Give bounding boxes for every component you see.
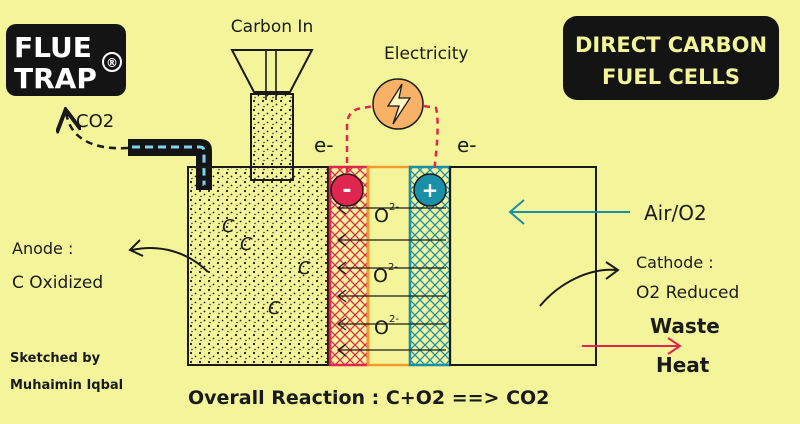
electricity-bulb-icon [372,78,424,130]
anode-label-line2: C Oxidized [12,273,103,293]
carbon-c-3: C [298,258,311,279]
anode-chamber [187,166,329,366]
cathode-label-line1: Cathode : [636,253,714,272]
air-inflow-arrow [508,199,630,225]
external-circuit [345,104,439,174]
carbon-c-4: C [268,298,281,319]
oxide-ion-3: O 2- [374,314,399,339]
svg-text:2-: 2- [389,202,399,213]
flue-trap-logo: FLUE TRAP ® [6,24,126,96]
credit-line1: Sketched by [10,351,101,366]
credit-line2: Muhaimin Iqbal [10,378,123,393]
plus-sign: + [422,178,439,202]
cathode-label-line2: O2 Reduced [636,283,739,303]
svg-text:2-: 2- [389,314,399,325]
cathode-pointer-arrow [539,261,620,307]
co2-output: CO2 [66,111,129,150]
minus-sign: - [342,178,351,203]
electricity-label: Electricity [384,44,468,64]
electron-left-label: e- [314,133,334,157]
electron-right-label: e- [457,133,477,157]
carbon-c-2: C [240,234,253,255]
negative-terminal: - [330,173,364,207]
oxide-ion-2: O 2- [373,262,398,287]
cathode-chamber [449,166,597,366]
title-line1: DIRECT CARBON [575,33,767,57]
svg-text:O: O [374,317,389,339]
overall-reaction: Overall Reaction : C+O2 ==> CO2 [188,387,549,409]
anode-pointer-arrow [128,239,209,273]
logo-registered-mark: ® [106,56,118,70]
waste-heat-arrow [582,337,682,355]
positive-terminal: + [413,173,447,207]
title-line2: FUEL CELLS [602,65,740,89]
svg-text:O: O [373,265,388,287]
heat-label: Heat [656,353,710,377]
air-o2-label: Air/O2 [644,201,707,225]
logo-line1: FLUE [14,31,92,64]
anode-label-line1: Anode : [12,239,73,258]
co2-label: CO2 [76,111,114,132]
logo-line2: TRAP [14,62,97,95]
waste-label: Waste [650,314,720,338]
title-banner: DIRECT CARBON FUEL CELLS [563,16,779,100]
svg-text:2-: 2- [388,262,398,273]
carbon-c-1: C [222,216,235,237]
carbon-in-label: Carbon In [231,17,313,37]
svg-text:O: O [374,205,389,227]
oxide-ion-arrows [337,201,446,357]
carbon-hopper [230,49,314,181]
oxide-ion-1: O 2- [374,202,399,227]
exhaust-pipe [128,139,212,190]
